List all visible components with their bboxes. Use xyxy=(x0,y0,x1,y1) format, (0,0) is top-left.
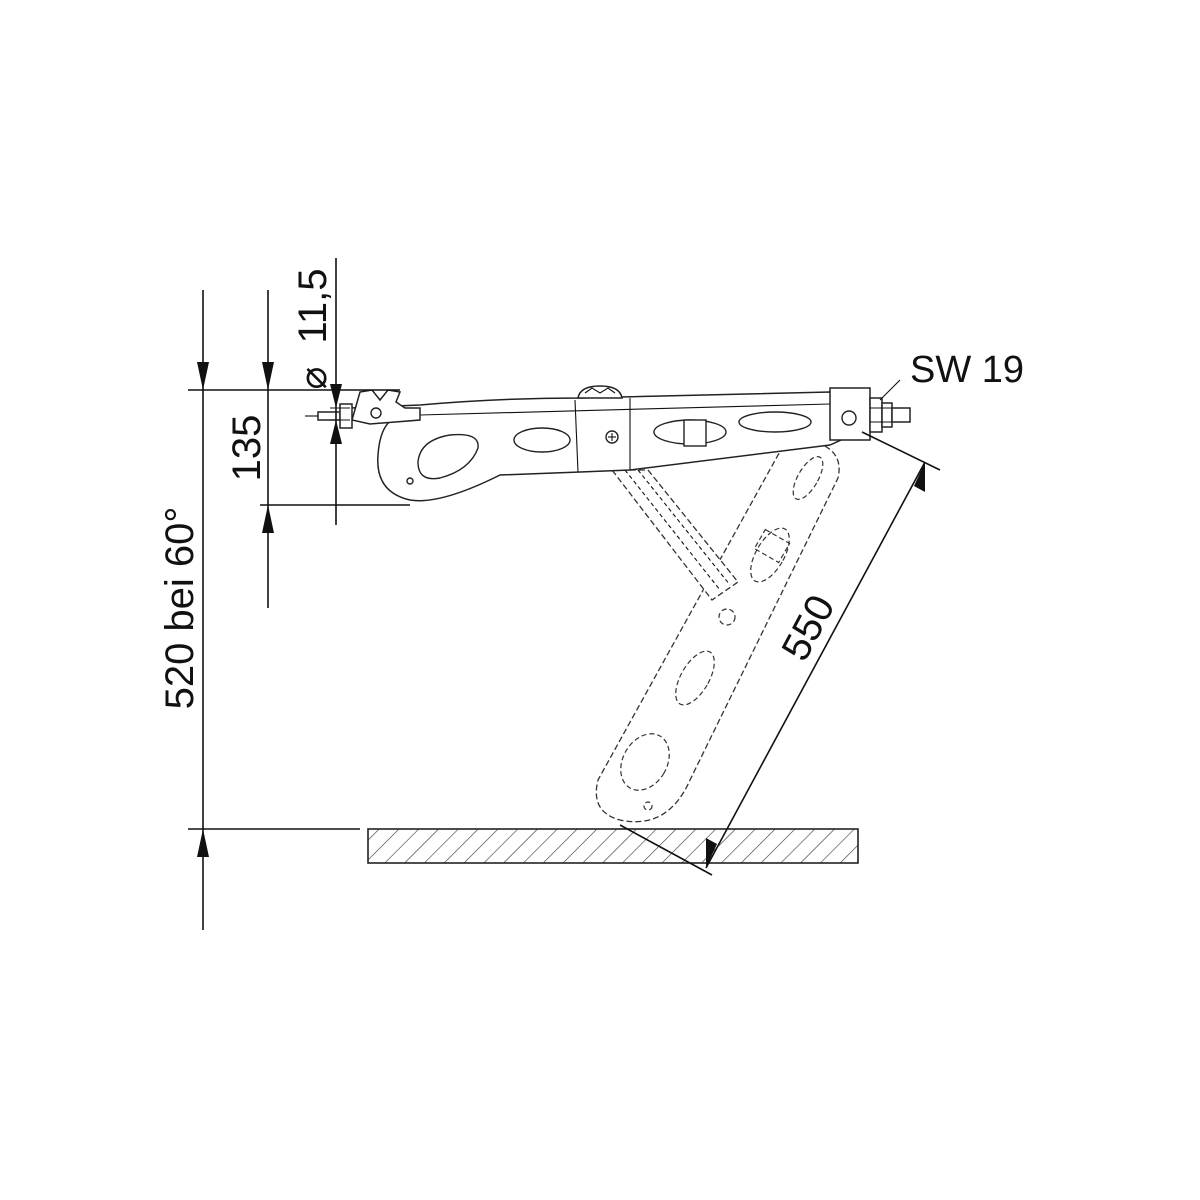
ground-plate xyxy=(367,828,859,864)
dimension-bolt-diameter xyxy=(330,258,350,525)
label-arm-length: 550 xyxy=(773,588,843,668)
left-mount-clamp xyxy=(305,389,421,429)
label-bolt-diameter-group: ⌀ 11,5 xyxy=(291,269,335,390)
label-wrench-size: SW 19 xyxy=(910,349,1024,391)
jack-upper-arm xyxy=(349,385,853,502)
jack-cross-brace xyxy=(610,469,739,601)
label-total-height: 520 bei 60° xyxy=(158,507,202,710)
label-mount-height: 135 xyxy=(225,415,269,482)
dimension-total-height xyxy=(188,290,400,930)
leader-wrench-size xyxy=(879,379,901,401)
label-bolt-diameter: 11,5 xyxy=(291,269,335,344)
hex-drive-end xyxy=(829,387,911,441)
dimension-arm-length xyxy=(619,431,941,876)
dimension-mount-height xyxy=(260,290,410,608)
diameter-symbol-icon: ⌀ xyxy=(293,367,335,390)
